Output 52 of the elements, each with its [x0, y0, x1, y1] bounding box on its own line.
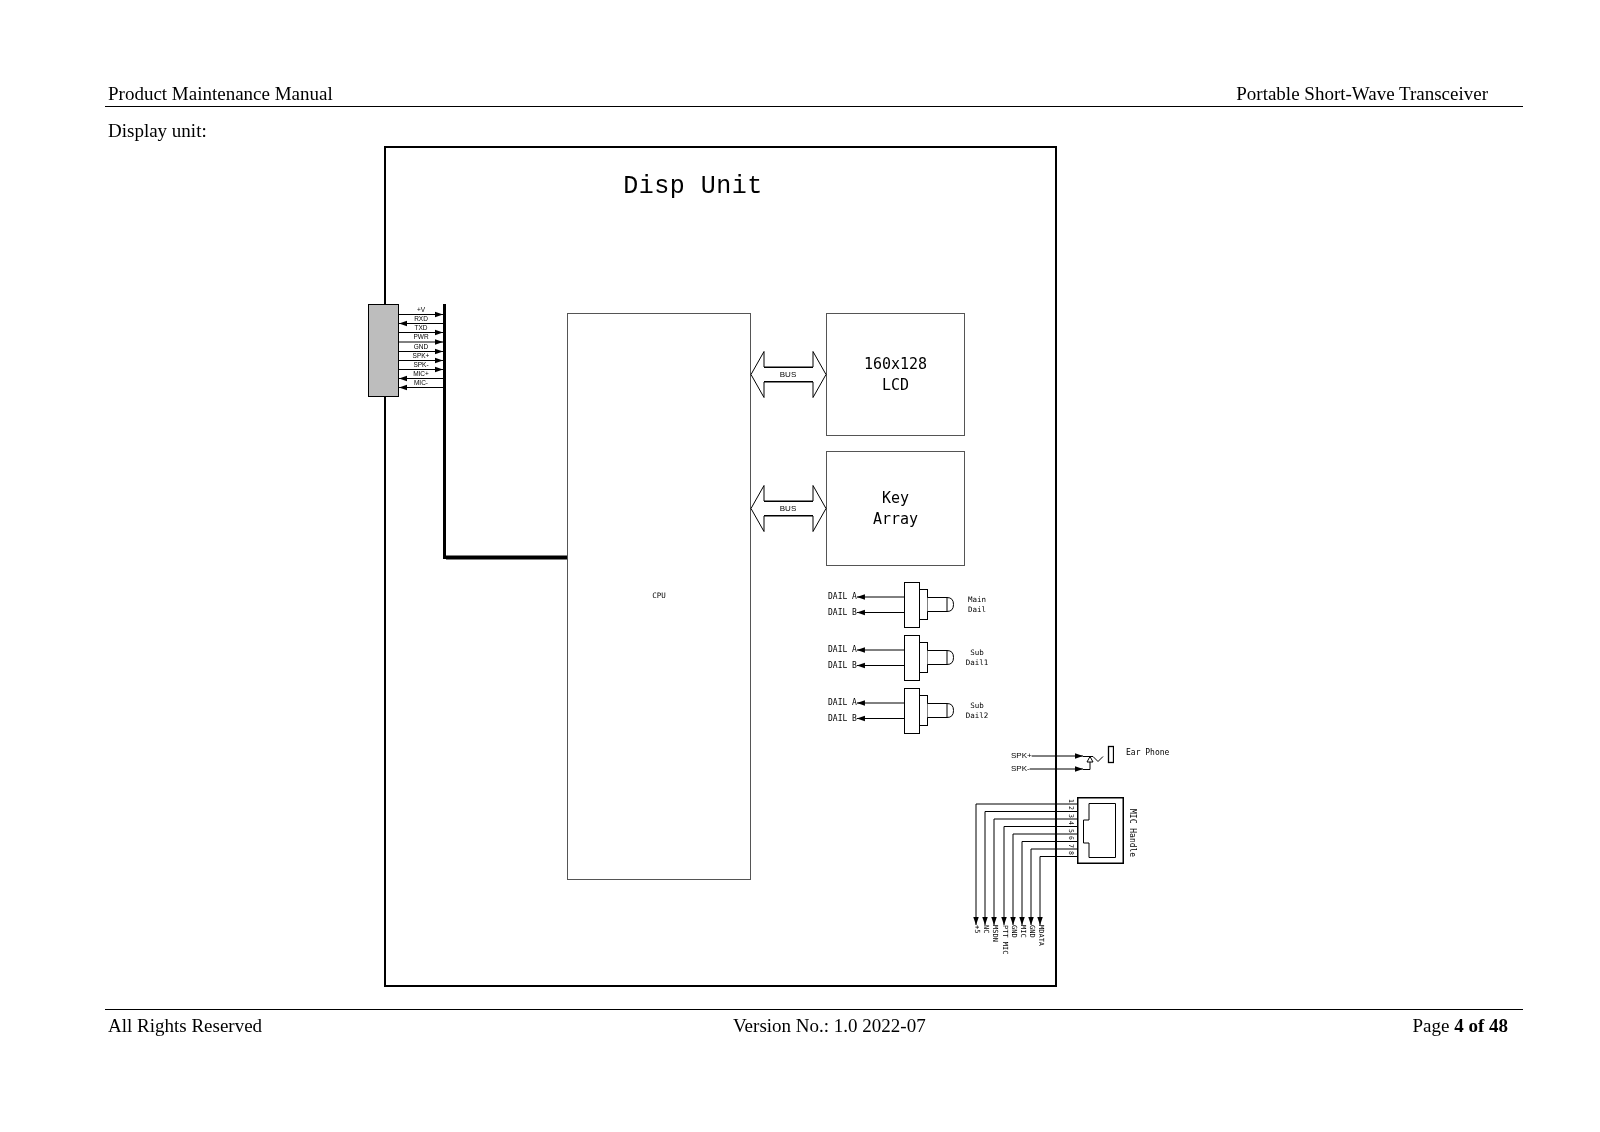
- signal-arrow: [398, 311, 444, 318]
- edge-label: BUS: [779, 370, 797, 379]
- cpu-block: [567, 313, 751, 880]
- signal-label: SPK+: [1011, 752, 1032, 760]
- signal-arrow: [398, 357, 444, 364]
- header-text: Product Maintenance Manual: [108, 84, 333, 103]
- signal-label: DAIL A: [828, 646, 857, 654]
- signal-arrow: [856, 715, 905, 722]
- signal-arrow: [1029, 766, 1084, 772]
- signal-label: DAIL B: [828, 661, 857, 670]
- lcd-block: [826, 313, 965, 436]
- bus-bar: [443, 304, 446, 559]
- signal-label: DAIL A: [828, 699, 857, 707]
- jack-label: Ear Phone: [1126, 749, 1170, 757]
- signal-arrow: [1019, 841, 1078, 926]
- signal-label: DAIL B: [828, 608, 857, 617]
- signal-arrow: [1037, 856, 1078, 926]
- signal-arrow: [856, 609, 905, 616]
- signal-line: [446, 555, 567, 560]
- section-heading: Display unit:: [108, 121, 207, 140]
- signal-arrow: [398, 384, 444, 391]
- signal-arrow: [398, 366, 444, 373]
- signal-label: DAIL A: [828, 593, 857, 601]
- footer-text: Version No.: 1.0 2022-07: [733, 1016, 926, 1035]
- header-text: Portable Short-Wave Transceiver: [1236, 84, 1488, 103]
- signal-label: DAIL B: [828, 714, 857, 723]
- footer-text: All Rights Reserved: [108, 1016, 263, 1035]
- unit-title: Disp Unit: [623, 174, 763, 199]
- bus-arrow: [750, 351, 827, 398]
- signal-arrow: [398, 375, 444, 382]
- signal-arrow: [856, 662, 905, 669]
- edge-label: BUS: [779, 504, 797, 513]
- signal-arrow: [398, 320, 444, 327]
- signal-label: SPK-: [1011, 765, 1030, 773]
- connector-block: [368, 304, 399, 397]
- signal-arrow: [856, 594, 905, 600]
- unit-frame: [384, 146, 1057, 987]
- signal-arrow: [856, 647, 905, 653]
- page-number: Page 4 of 48: [1412, 1016, 1508, 1035]
- signal-arrow: [1028, 848, 1078, 926]
- signal-arrow: [856, 700, 905, 706]
- block-label: Key Array: [871, 488, 920, 529]
- signal-arrow: [1001, 826, 1078, 926]
- signal-arrow: [1031, 753, 1084, 759]
- signal-arrow: [398, 348, 444, 355]
- signal-arrow: [398, 339, 444, 345]
- signal-arrow: [1010, 833, 1078, 926]
- block-label: 160x128 LCD: [862, 354, 929, 395]
- keypad-block: [826, 451, 965, 566]
- signal-arrow: [398, 329, 444, 336]
- socket-label: MIC Handle: [1128, 809, 1136, 858]
- bus-arrow: [750, 485, 827, 532]
